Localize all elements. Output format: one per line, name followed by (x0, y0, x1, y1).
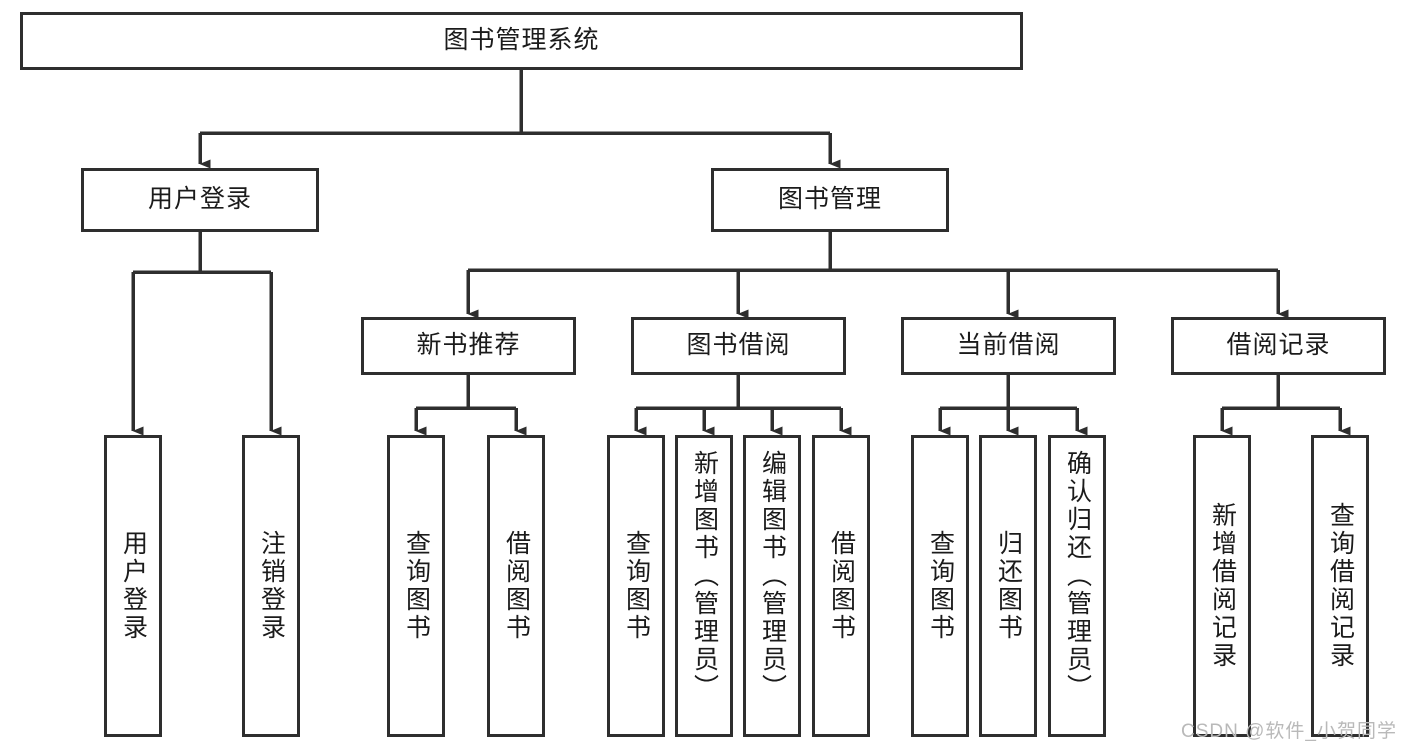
node-leaf-edit-book-label: 编辑图书（管理员） (758, 450, 787, 702)
node-leaf-add-book[interactable]: 新增图书（管理员） (675, 435, 733, 737)
node-leaf-add-record-label: 新增借阅记录 (1208, 502, 1237, 670)
node-new-book-rec-label: 新书推荐 (416, 331, 521, 360)
node-leaf-borrow-book-2[interactable]: 借阅图书 (812, 435, 870, 737)
node-leaf-query-book-1[interactable]: 查询图书 (387, 435, 445, 737)
node-current-borrow[interactable]: 当前借阅 (901, 317, 1116, 375)
node-root[interactable]: 图书管理系统 (20, 12, 1023, 70)
node-leaf-return-book-label: 归还图书 (994, 530, 1023, 642)
node-leaf-query-book-3-label: 查询图书 (926, 530, 955, 642)
node-leaf-query-record[interactable]: 查询借阅记录 (1311, 435, 1369, 737)
node-root-label: 图书管理系统 (443, 26, 600, 55)
node-leaf-borrow-book-1-label: 借阅图书 (502, 530, 531, 642)
node-leaf-query-book-2-label: 查询图书 (622, 530, 651, 642)
node-leaf-logout-login-label: 注销登录 (257, 530, 286, 642)
node-leaf-query-book-1-label: 查询图书 (402, 530, 431, 642)
node-leaf-borrow-book-2-label: 借阅图书 (827, 530, 856, 642)
node-borrow-record[interactable]: 借阅记录 (1171, 317, 1386, 375)
node-book-borrow[interactable]: 图书借阅 (631, 317, 846, 375)
node-user-login-label: 用户登录 (147, 185, 252, 214)
node-leaf-borrow-book-1[interactable]: 借阅图书 (487, 435, 545, 737)
node-borrow-record-label: 借阅记录 (1226, 331, 1331, 360)
node-leaf-user-login-label: 用户登录 (119, 530, 148, 642)
node-new-book-rec[interactable]: 新书推荐 (361, 317, 576, 375)
node-leaf-logout-login[interactable]: 注销登录 (242, 435, 300, 737)
node-book-manage-label: 图书管理 (777, 185, 882, 214)
node-leaf-query-book-2[interactable]: 查询图书 (607, 435, 665, 737)
node-leaf-confirm-return[interactable]: 确认归还（管理员） (1048, 435, 1106, 737)
node-leaf-user-login[interactable]: 用户登录 (104, 435, 162, 737)
node-leaf-edit-book[interactable]: 编辑图书（管理员） (743, 435, 801, 737)
node-leaf-add-book-label: 新增图书（管理员） (690, 450, 719, 702)
node-book-borrow-label: 图书借阅 (686, 331, 791, 360)
node-leaf-add-record[interactable]: 新增借阅记录 (1193, 435, 1251, 737)
node-leaf-query-book-3[interactable]: 查询图书 (911, 435, 969, 737)
node-book-manage[interactable]: 图书管理 (711, 168, 949, 232)
node-leaf-confirm-return-label: 确认归还（管理员） (1063, 450, 1092, 702)
node-leaf-query-record-label: 查询借阅记录 (1326, 502, 1355, 670)
node-leaf-return-book[interactable]: 归还图书 (979, 435, 1037, 737)
node-current-borrow-label: 当前借阅 (956, 331, 1061, 360)
node-user-login[interactable]: 用户登录 (81, 168, 319, 232)
